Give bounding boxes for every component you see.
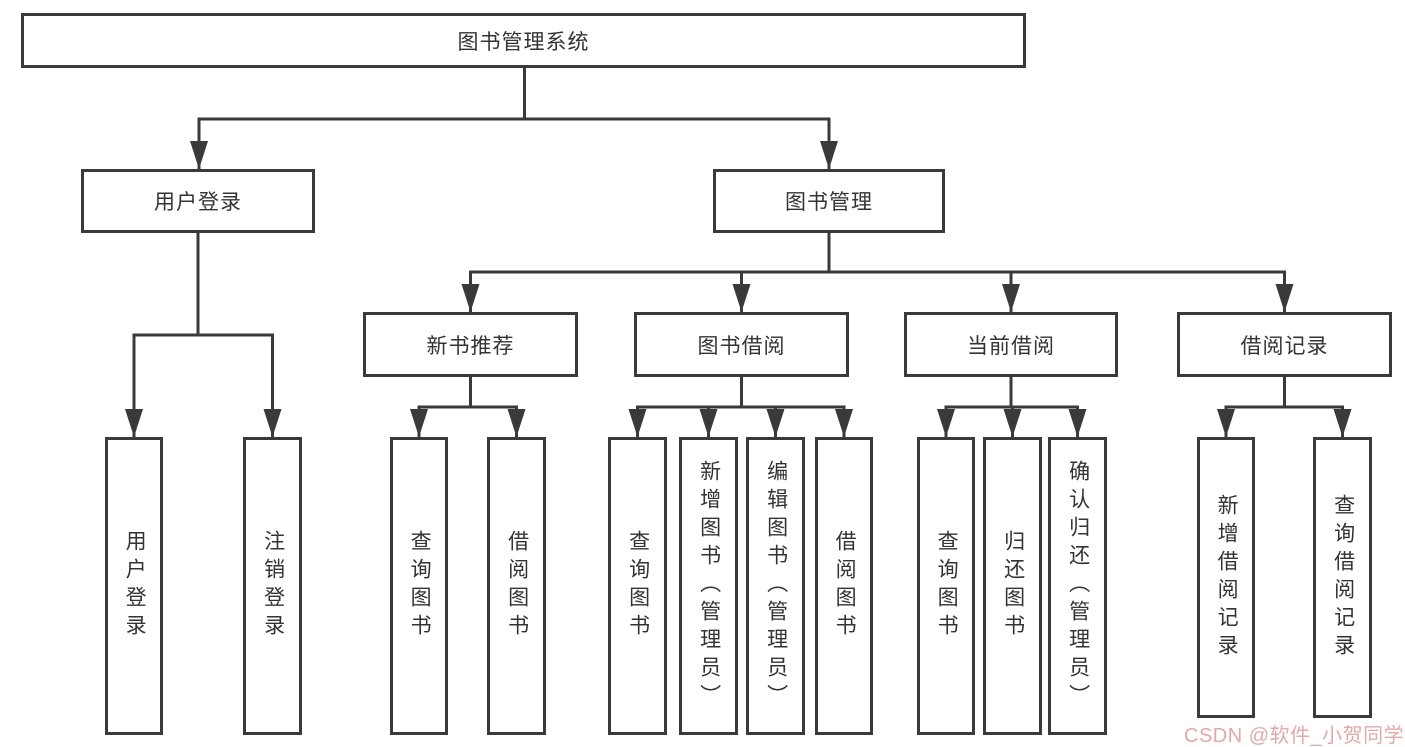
node-user-login-label: 用户登录 — [154, 191, 242, 214]
leaf-borrow-books-borrowing: 借阅图书 — [815, 437, 873, 735]
leaf-query-books-recommend-label: 查询图书 — [408, 530, 432, 642]
node-new-book-recommendation-label: 新书推荐 — [426, 334, 515, 358]
node-user-login: 用户登录 — [81, 169, 315, 233]
node-book-management-label: 图书管理 — [785, 191, 873, 214]
leaf-edit-book-admin-label: 编辑图书（管理员） — [764, 460, 788, 712]
leaf-query-borrow-record-label: 查询借阅记录 — [1331, 493, 1355, 662]
node-system-root: 图书管理系统 — [21, 13, 1026, 68]
node-book-borrowing-label: 图书借阅 — [697, 334, 786, 358]
connector-user-login-to-leaves — [125, 233, 282, 437]
leaf-borrow-books-recommend-label: 借阅图书 — [505, 530, 529, 642]
leaf-user-login: 用户登录 — [105, 437, 163, 735]
connector-recommend-to-leaves — [410, 377, 526, 437]
node-borrowing-records-label: 借阅记录 — [1240, 334, 1329, 358]
leaf-query-borrow-record: 查询借阅记录 — [1313, 437, 1372, 718]
leaf-add-borrow-record-label: 新增借阅记录 — [1215, 493, 1239, 662]
csdn-watermark: CSDN @软件_小贺同学 — [1184, 725, 1405, 747]
leaf-query-books-recommend: 查询图书 — [390, 437, 448, 735]
node-current-borrowing: 当前借阅 — [904, 312, 1118, 377]
connector-borrowing-to-leaves — [628, 377, 853, 437]
leaf-return-books-label: 归还图书 — [1001, 530, 1025, 642]
node-new-book-recommendation: 新书推荐 — [363, 312, 578, 377]
node-borrowing-records: 借阅记录 — [1177, 312, 1392, 377]
leaf-query-books-current-label: 查询图书 — [935, 530, 959, 642]
leaf-query-books-borrowing: 查询图书 — [608, 437, 667, 735]
leaf-logout: 注销登录 — [243, 437, 302, 735]
node-book-borrowing: 图书借阅 — [634, 312, 849, 377]
leaf-edit-book-admin: 编辑图书（管理员） — [746, 437, 805, 735]
node-system-root-label: 图书管理系统 — [457, 30, 590, 54]
leaf-add-book-admin-label: 新增图书（管理员） — [697, 460, 721, 712]
node-current-borrowing-label: 当前借阅 — [967, 334, 1055, 358]
leaf-confirm-return-admin: 确认归还（管理员） — [1048, 437, 1107, 735]
leaf-user-login-label: 用户登录 — [123, 530, 147, 642]
leaf-borrow-books-borrowing-label: 借阅图书 — [833, 530, 857, 642]
connector-current-to-leaves — [937, 377, 1087, 437]
connector-records-to-leaves — [1217, 377, 1352, 437]
leaf-logout-label: 注销登录 — [261, 530, 285, 642]
connector-root-to-level2 — [190, 66, 838, 169]
leaf-query-books-borrowing-label: 查询图书 — [626, 530, 650, 642]
node-book-management: 图书管理 — [713, 169, 945, 233]
leaf-query-books-current: 查询图书 — [917, 437, 975, 735]
leaf-confirm-return-admin-label: 确认归还（管理员） — [1066, 460, 1090, 712]
leaf-add-book-admin: 新增图书（管理员） — [679, 437, 738, 735]
connector-book-management-to-level3 — [461, 233, 1294, 312]
leaf-add-borrow-record: 新增借阅记录 — [1197, 437, 1255, 718]
leaf-return-books: 归还图书 — [983, 437, 1042, 735]
leaf-borrow-books-recommend: 借阅图书 — [487, 437, 546, 735]
